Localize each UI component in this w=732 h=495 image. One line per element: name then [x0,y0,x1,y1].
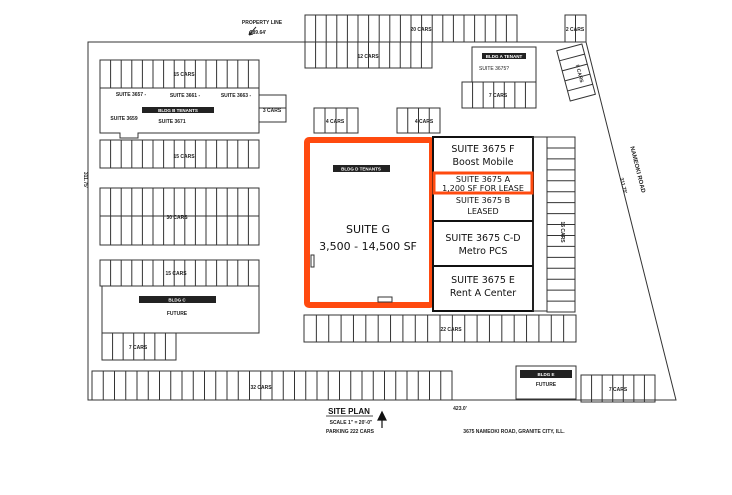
suite-c-d[interactable]: SUITE 3675 C-D Metro PCS [445,233,520,257]
site-plan-title: SITE PLAN [328,407,370,416]
parking-label: 7 CARS [489,93,508,99]
bldg-b-label-bar [142,107,214,113]
bldg-e [515,365,577,400]
door [377,296,393,303]
parking-label: 7 CARS [609,387,628,393]
bldg-e-label-bar [520,370,572,378]
bldg-a-label-bar [482,53,526,59]
parking-label: 15 CARS [173,72,195,78]
suite-name: SUITE 3675 A [456,175,511,184]
parking-stall-line [564,73,591,82]
parking-row [99,139,260,169]
suites-block [432,136,534,312]
parking-stall-line [562,63,588,72]
parking-row [258,94,287,109]
suite-b[interactable]: SUITE 3675 B LEASED [456,196,510,216]
property-boundary [87,41,677,401]
parking-row [556,43,596,102]
suite-a[interactable] [432,171,534,195]
parking-total: PARKING 222 CARS [326,429,375,435]
parking-label: 16 CARS [559,221,565,243]
bldg-b-suite: SUITE 3661 - [170,93,201,99]
bldg-b-suite: SUITE 3663 - [221,93,252,99]
parking-row [99,187,260,217]
suite-e[interactable]: SUITE 3675 E Rent A Center [450,275,516,299]
bldg-c-label: BLDG C [168,298,186,303]
parking-row [580,374,656,403]
property-line-arrow-icon [248,26,257,36]
north-arrow-icon [377,410,387,428]
bldg-e-note: FUTURE [536,382,557,388]
parking-label: 32 CARS [250,385,272,391]
dimension-bottom: 423.0' [453,406,467,412]
parking-label: 5 CARS [574,64,585,84]
parking-label: 15 CARS [173,154,195,160]
bldg-b-suite: SUITE 3657 - [116,92,147,98]
dimension-right: 311.75' [618,177,628,194]
bldg-b [99,87,260,139]
bldg-d-label-bar [333,165,390,172]
bldg-a-suite: SUITE 3675? [479,66,509,72]
bldg-a-label: BLDG A TENANT [486,54,523,59]
parking-label: 22 CARS [440,327,462,333]
scale-text: SCALE 1" = 20'-0" [330,420,373,426]
parking-label: 4 CARS [326,119,345,125]
parking-stall-line [567,83,593,92]
parking-stall-line [559,53,585,62]
dimension-left: 311.75' [82,172,88,188]
bldg-a [471,46,537,83]
bldg-e-label: BLDG E [537,372,554,377]
door [310,254,315,268]
bldg-c-label-bar [139,296,216,303]
suite-tenant: Boost Mobile [453,157,514,168]
bldg-b-suite: SUITE 3671 [158,119,185,125]
bldg-b-suite: SUITE 3659 [110,116,137,122]
suite-f[interactable]: SUITE 3675 F Boost Mobile [451,144,514,168]
parking-label: 7 CARS [129,345,148,351]
parking-stalls [91,14,656,403]
parking-label: 4 CARS [415,119,434,125]
address: 3675 NAMEOKI ROAD, GRANITE CITY, ILL. [463,429,565,435]
suite-tenant: LEASED [467,207,498,216]
parking-label: 15 CARS [165,271,187,277]
suite-g-name: SUITE G [346,223,390,236]
parking-label: 2 CARS [566,27,585,33]
walkway [532,136,548,312]
dimension-top: 389.64' [250,30,266,36]
suite-tenant: Rent A Center [450,288,516,299]
suite-name: SUITE 3675 F [451,144,514,155]
property-line-label: PROPERTY LINE [242,20,283,26]
angled-parking [556,43,596,102]
suite-name: SUITE 3675 E [451,275,515,286]
bldg-b-label: BLDG B TENANTS [158,108,198,113]
suite-g-size: 3,500 - 14,500 SF [319,240,417,253]
suite-name: SUITE 3675 B [456,196,510,205]
bldg-c-note: FUTURE [167,311,188,317]
parking-label: 20 CARS [410,27,432,33]
suite-tenant: 1,200 SF FOR LEASE [442,184,524,193]
bldg-d-label: BLDG D TENANTS [341,167,381,172]
bldg-c [101,285,260,334]
parking-label: 3 CARS [263,108,282,114]
parking-label: 12 CARS [357,54,379,60]
suite-tenant: Metro PCS [459,246,508,257]
parking-row [99,215,260,246]
suite-name: SUITE 3675 C-D [445,233,520,244]
road-label: NAMEOKI ROAD [628,146,646,194]
parking-label: 30 CARS [166,215,188,221]
